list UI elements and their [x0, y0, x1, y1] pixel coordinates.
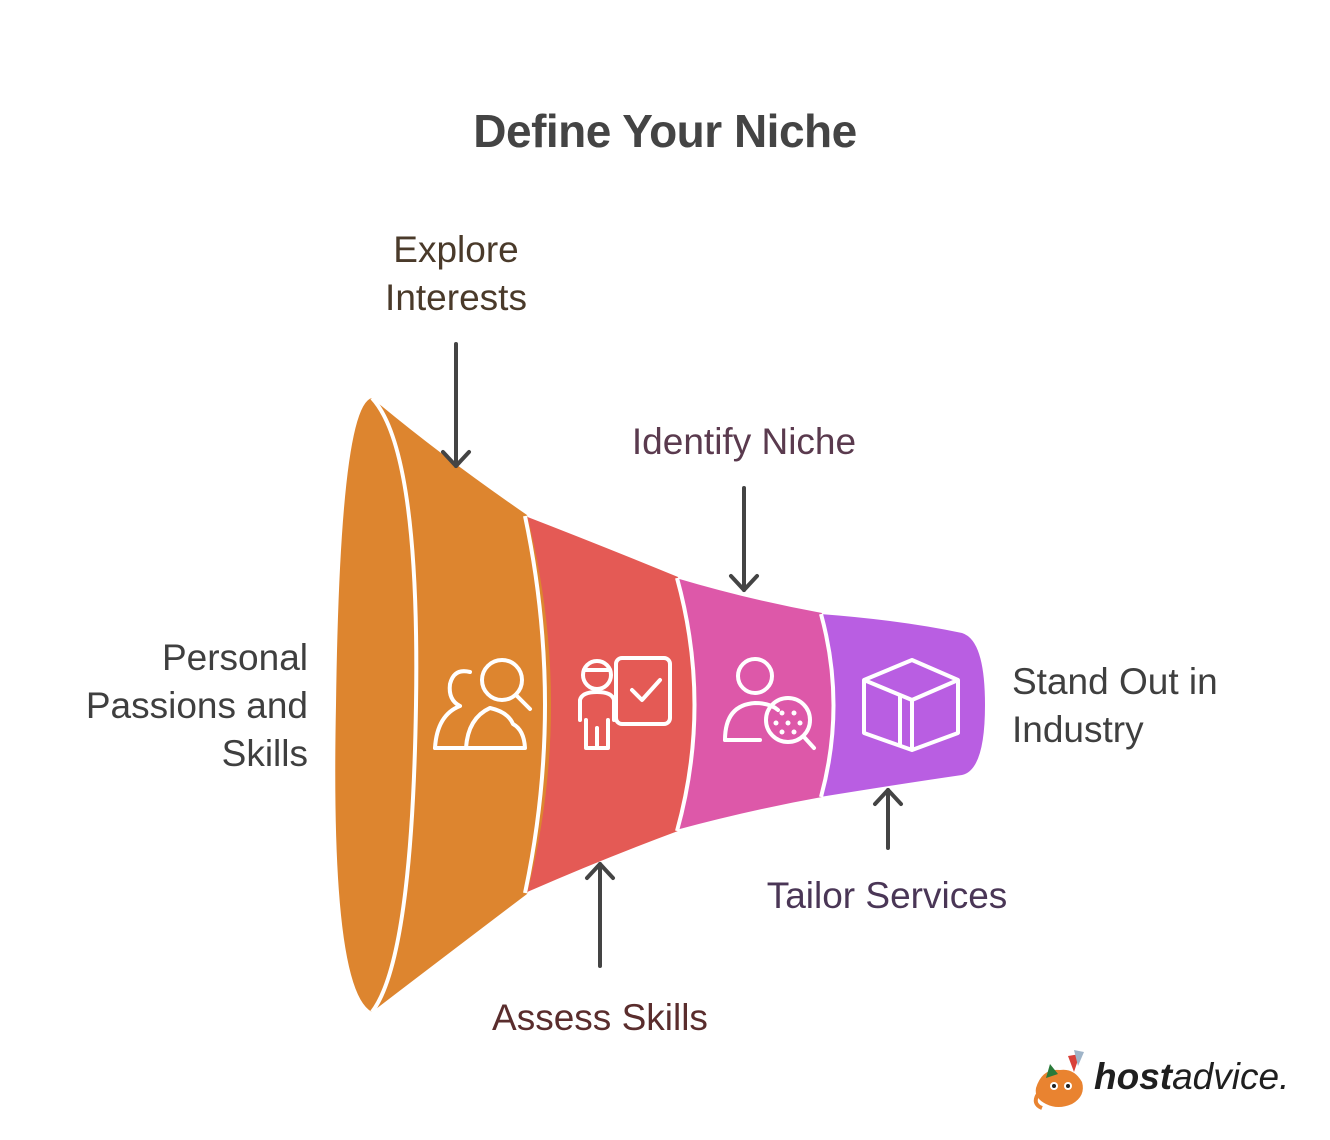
- person-search-icon: [723, 657, 816, 750]
- diagram-title: Define Your Niche: [473, 105, 857, 157]
- arrow-tailor: [873, 788, 903, 850]
- label-assess-skills: Assess Skills: [492, 997, 708, 1038]
- fox-mascot-icon: [1033, 1050, 1084, 1110]
- segment-divider: [523, 515, 547, 894]
- brand-wordmark: hostadvice.: [1094, 1056, 1289, 1098]
- label-explore-interests: Explore Interests: [385, 229, 527, 318]
- users-search-icon: [433, 658, 532, 750]
- label-tailor-services: Tailor Services: [766, 875, 1008, 916]
- funnel-segment-assess: [525, 516, 697, 893]
- arrow-identify: [729, 486, 759, 592]
- teacher-board-icon: [578, 656, 672, 750]
- segment-divider: [819, 613, 836, 798]
- brand-host: host: [1094, 1056, 1173, 1097]
- brand-advice: advice.: [1172, 1056, 1290, 1097]
- arrow-assess: [585, 862, 615, 968]
- label-identify-niche: Identify Niche: [631, 421, 857, 462]
- hostadvice-logo: hostadvice.: [1028, 1048, 1290, 1118]
- arrow-explore: [441, 342, 471, 468]
- label-stand-out: Stand Out in Industry: [1012, 661, 1218, 750]
- box-icon: [862, 658, 960, 752]
- label-personal-passions: Personal Passions and Skills: [85, 637, 308, 774]
- funnel-segment-passions: [335, 398, 551, 1012]
- funnel-mouth-edge: [370, 396, 419, 1014]
- funnel-segment-tailor: [820, 614, 985, 797]
- segment-divider: [675, 577, 697, 832]
